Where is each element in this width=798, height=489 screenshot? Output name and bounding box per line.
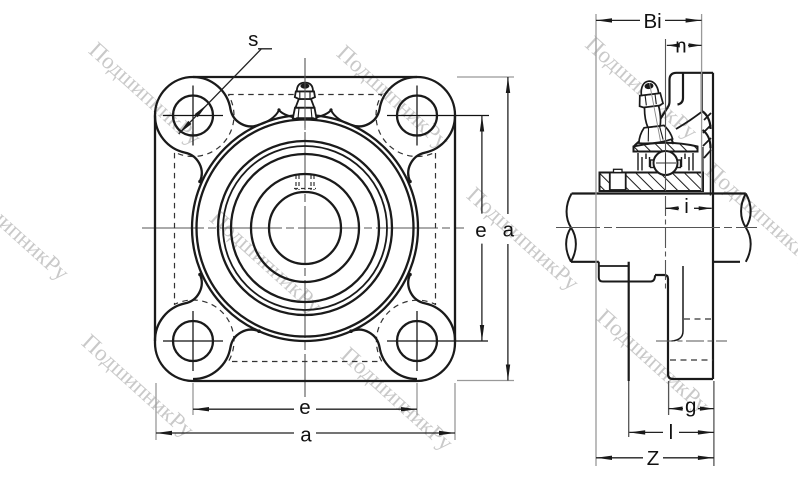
svg-text:n: n: [675, 34, 686, 57]
svg-text:s: s: [248, 28, 258, 51]
svg-text:Z: Z: [647, 447, 660, 470]
svg-text:g: g: [685, 395, 696, 418]
svg-text:ПодшипникРу: ПодшипникРу: [336, 342, 458, 456]
svg-text:ПодшипникРу: ПодшипникРу: [332, 40, 454, 154]
svg-text:ПодшипникРу: ПодшипникРу: [77, 329, 199, 443]
svg-text:i: i: [684, 195, 689, 218]
svg-text:e: e: [299, 396, 310, 419]
svg-text:ПодшипникРу: ПодшипникРу: [0, 172, 74, 286]
svg-text:a: a: [503, 219, 515, 242]
svg-text:l: l: [669, 421, 674, 444]
svg-text:e: e: [475, 219, 486, 242]
svg-text:a: a: [300, 424, 312, 447]
svg-text:Bi: Bi: [643, 10, 661, 33]
